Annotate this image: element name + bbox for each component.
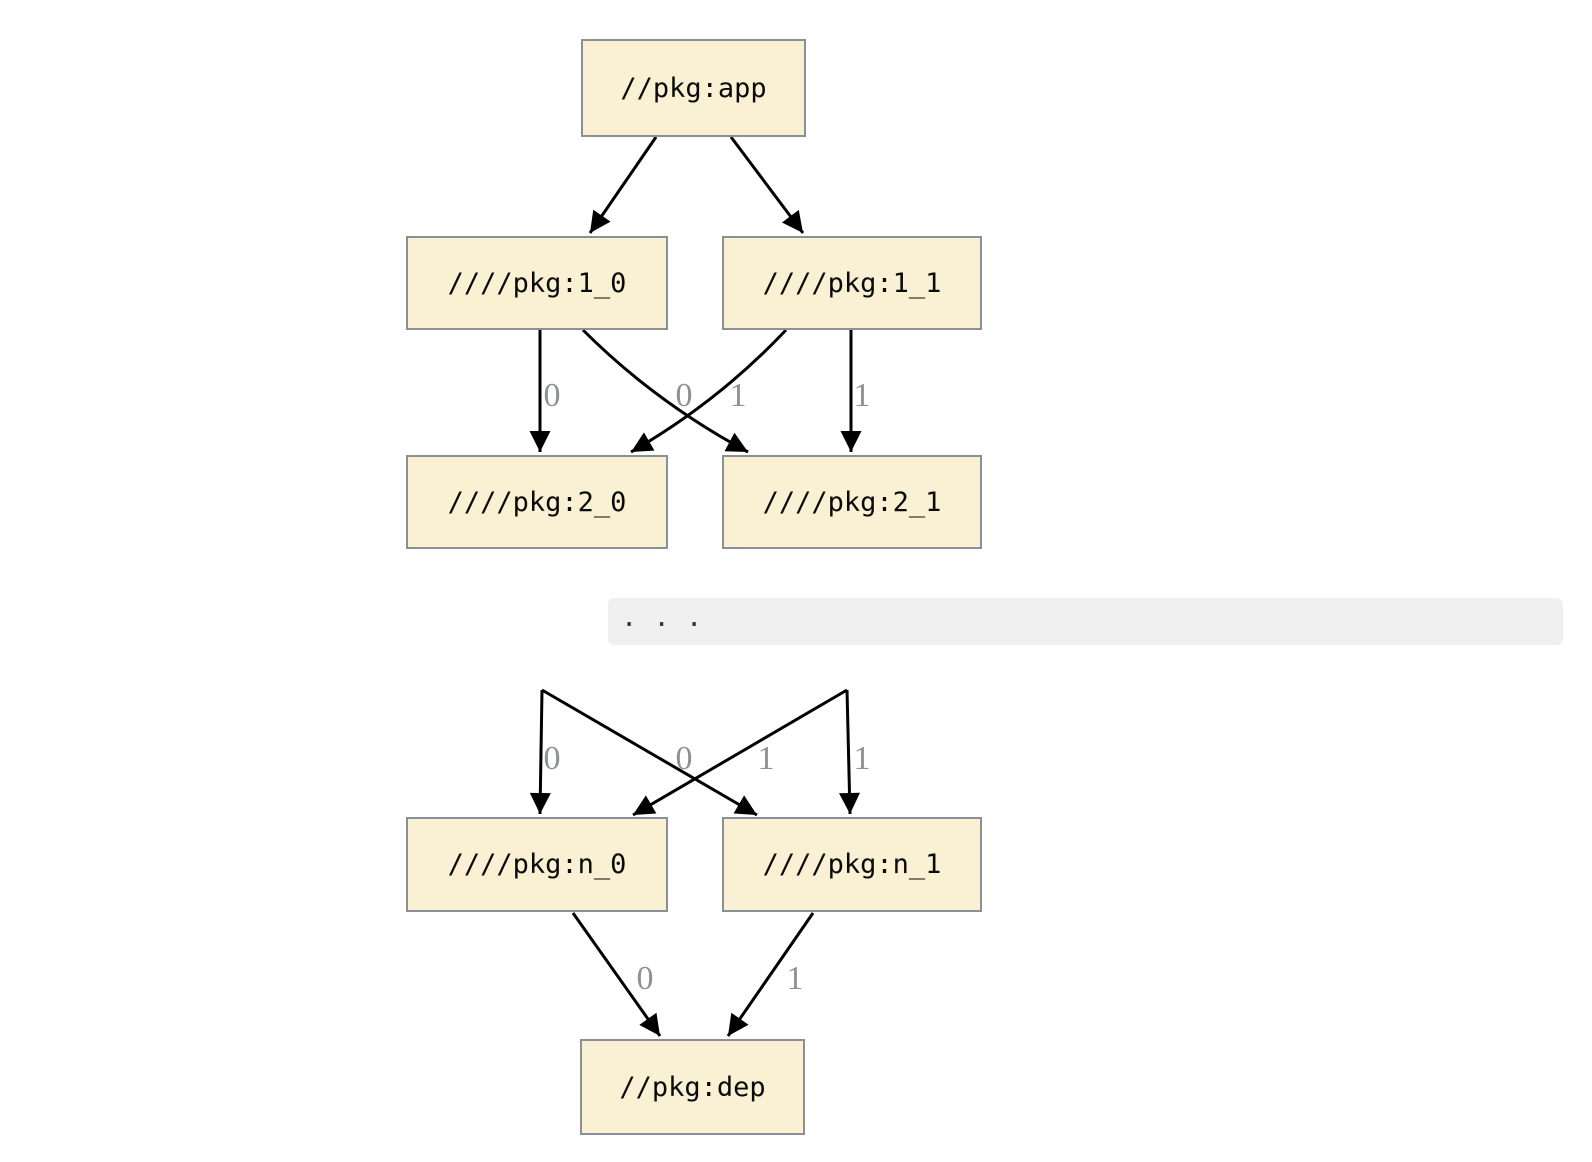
node-pkg-n_0: ////pkg:n_0 [406, 817, 668, 912]
edge-label-n_1-to-dep: 1 [787, 960, 804, 997]
node-pkg-n_1: ////pkg:n_1 [722, 817, 982, 912]
node-pkg-app-label: //pkg:app [620, 72, 767, 104]
node-pkg-dep-label: //pkg:dep [619, 1071, 766, 1103]
edge-label-1_0-to-2_1: 1 [730, 377, 747, 414]
node-pkg-1_1-label: ////pkg:1_1 [762, 267, 942, 299]
edge-label-n_0-to-dep: 0 [637, 960, 654, 997]
edge-1_1-to-2_0 [630, 328, 788, 454]
node-pkg-2_1: ////pkg:2_1 [722, 455, 982, 549]
edge-n_1-to-dep [726, 912, 815, 1037]
node-pkg-app: //pkg:app [581, 39, 806, 137]
edge-label-ellipsis-to-n_1-cross: 1 [758, 740, 775, 777]
edge-1_0-to-2_1 [581, 328, 749, 454]
edge-ellipsis-to-n_0-left [529, 689, 551, 815]
node-pkg-1_0: ////pkg:1_0 [406, 236, 668, 330]
ellipsis-band: . . . [608, 598, 1563, 645]
edge-ellipsis-to-n_0-cross [632, 688, 848, 817]
node-pkg-n_0-label: ////pkg:n_0 [447, 849, 627, 880]
node-pkg-n_1-label: ////pkg:n_1 [762, 849, 942, 880]
edge-ellipsis-to-n_1-right [838, 689, 860, 815]
edge-label-1_1-to-2_0: 0 [676, 377, 693, 414]
edge-app-to-1_1 [729, 136, 805, 234]
edge-n_0-to-dep [571, 912, 662, 1037]
edge-label-ellipsis-to-n_1-right: 1 [854, 740, 871, 777]
node-pkg-1_1: ////pkg:1_1 [722, 236, 982, 330]
node-pkg-2_0-label: ////pkg:2_0 [447, 486, 627, 518]
ellipsis-dots: . . . [621, 602, 703, 633]
edge-label-1_1-to-2_1: 1 [854, 377, 871, 414]
edge-ellipsis-to-n_1-cross [541, 688, 758, 817]
node-pkg-1_0-label: ////pkg:1_0 [447, 267, 627, 299]
node-pkg-dep: //pkg:dep [580, 1039, 805, 1135]
edge-app-to-1_0 [588, 136, 658, 234]
edge-label-ellipsis-to-n_0-left: 0 [544, 740, 561, 777]
node-pkg-2_0: ////pkg:2_0 [406, 455, 668, 549]
edge-label-ellipsis-to-n_0-cross: 0 [676, 740, 693, 777]
node-pkg-2_1-label: ////pkg:2_1 [762, 486, 942, 518]
edge-label-1_0-to-2_0: 0 [544, 377, 561, 414]
